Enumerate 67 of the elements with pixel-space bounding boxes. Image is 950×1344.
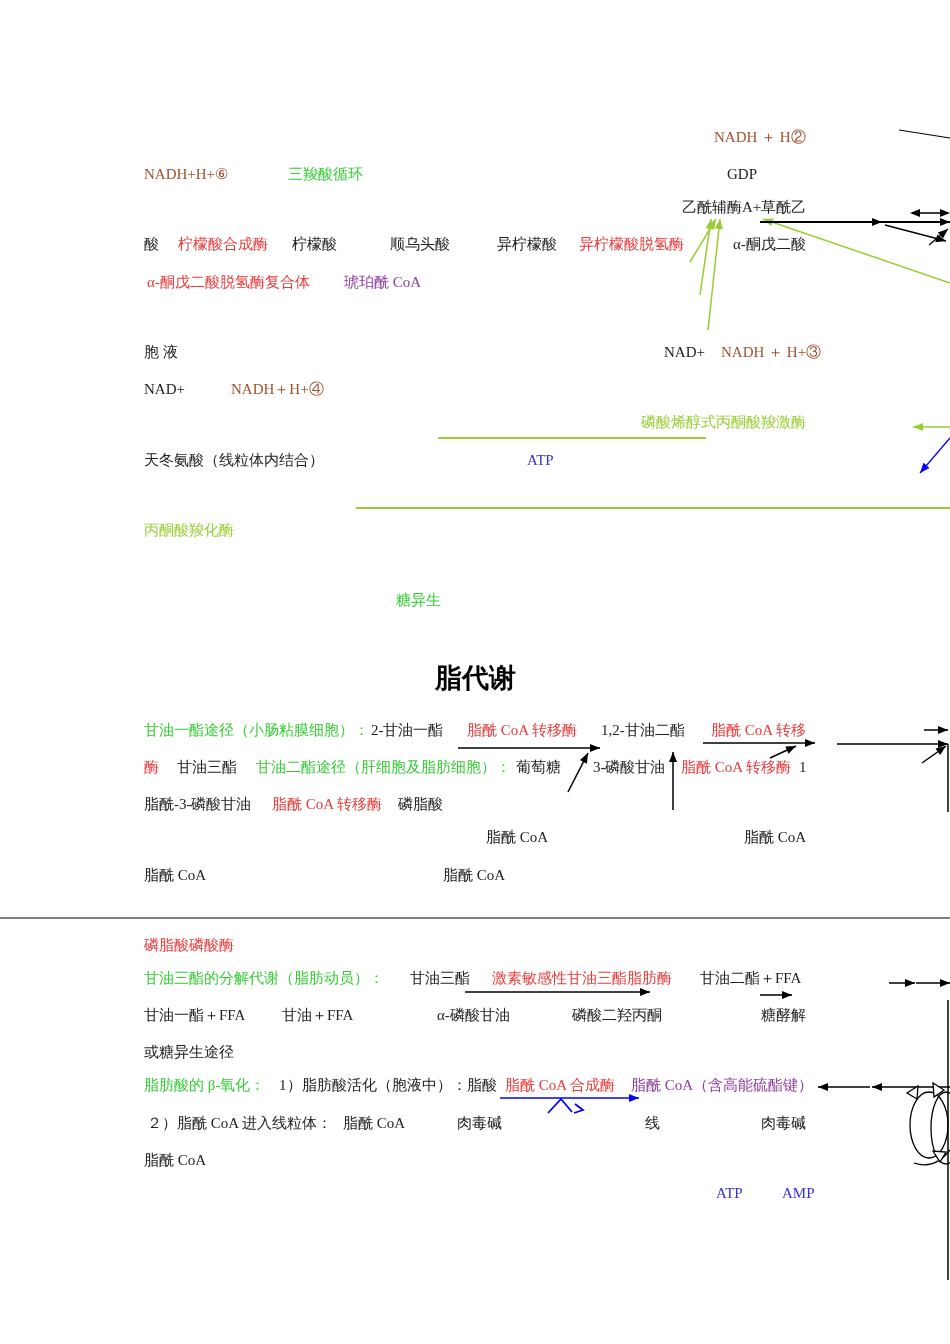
text-label: 甘油＋FFA [282,1006,354,1024]
enzyme-label: 脂酰 CoA 转移 [711,721,806,739]
pathway-label: 脂肪酸的 β-氧化： [144,1076,266,1094]
compound-label: 琥珀酰 CoA [344,273,422,291]
text-label: 顺乌头酸 [390,235,450,253]
pathway-label: 甘油二酯途径（肝细胞及脂肪细胞）： [256,758,511,776]
enzyme-label: α-酮戊二酸脱氢酶复合体 [147,273,310,291]
text-label: 柠檬酸 [292,235,337,253]
enzyme-label: 脂酰 CoA 转移酶 [272,795,382,813]
enzyme-label: 磷脂酸磷酸酶 [144,936,234,954]
text-label: 脂酰 CoA [144,866,207,884]
text-label: NAD+ [144,380,185,398]
pathway-label: 甘油三酯的分解代谢（脂肪动员）： [144,969,384,987]
cofactor-label: NADH ＋ H+③ [721,343,822,361]
text-label: 天冬氨酸（线粒体内结合） [144,451,324,469]
pathway-label: 甘油一酯途径（小肠粘膜细胞）： [144,721,369,739]
text-label: 甘油三酯 [410,969,470,987]
enzyme-label: 柠檬酸合成酶 [178,235,268,253]
cofactor-label: NADH＋H+④ [231,380,324,398]
enzyme-label: 丙酮酸羧化酶 [144,521,234,539]
cofactor-label: AMP [782,1184,815,1202]
text-label: 或糖异生途径 [144,1043,234,1061]
cofactor-label: ATP [527,451,554,469]
enzyme-label: 磷酸烯醇式丙酮酸羧激酶 [641,413,806,431]
text-label: 肉毒碱 [457,1114,502,1132]
text-label: 磷脂酸 [398,795,443,813]
compound-label: 脂酰 CoA（含高能硫酯键） [631,1076,814,1094]
text-label: 脂酰 CoA [486,828,549,846]
text-label: 脂酰 CoA [144,1151,207,1169]
text-label: 1,2-甘油二酯 [601,721,685,739]
text-label: 脂酰 CoA [443,866,506,884]
text-label: 肉毒碱 [761,1114,806,1132]
text-label: 1 [799,758,807,776]
enzyme-label: 脂酰 CoA 转移酶 [681,758,791,776]
text-label: 胞 液 [144,343,178,361]
text-label: 异柠檬酸 [497,235,557,253]
text-label: 磷酸二羟丙酮 [572,1006,662,1024]
text-label: 酸 [144,235,159,253]
text-label: 线 [645,1114,660,1132]
text-label: 乙酰辅酶A+草酰乙 [682,198,807,216]
text-label: NAD+ [664,343,705,361]
section-heading: 脂代谢 [434,662,516,694]
enzyme-label: 酶 [144,758,159,776]
enzyme-label: 异柠檬酸脱氢酶 [579,235,684,253]
text-label: 甘油三酯 [177,758,237,776]
pathway-label: 糖异生 [396,591,441,609]
text-label: 3-磷酸甘油 [593,758,666,776]
text-label: GDP [727,165,757,183]
text-label: ２）脂酰 CoA 进入线粒体： [147,1114,332,1132]
enzyme-label: 激素敏感性甘油三酯脂肪酶 [492,969,672,987]
text-label: 脂酰-3-磷酸甘油 [144,795,252,813]
text-label: 糖酵解 [761,1006,806,1024]
cofactor-label: NADH+H+⑥ [144,165,229,183]
text-label: 葡萄糖 [516,758,561,776]
text-label: 脂酰 CoA [343,1114,406,1132]
text-label: 甘油一酯＋FFA [144,1006,246,1024]
text-label: 甘油二酯＋FFA [700,969,802,987]
text-label: 1）脂肪酸活化（胞液中）：脂酸 [279,1076,497,1094]
cofactor-label: ATP [716,1184,743,1202]
enzyme-label: 脂酰 CoA 转移酶 [467,721,577,739]
text-label: 2-甘油一酯 [371,721,444,739]
pathway-label: 三羧酸循环 [288,165,363,183]
text-label: α-磷酸甘油 [437,1006,510,1024]
enzyme-label: 脂酰 CoA 合成酶 [505,1076,615,1094]
cofactor-label: NADH ＋ H② [714,128,806,146]
text-label: α-酮戊二酸 [733,235,806,253]
text-label: 脂酰 CoA [744,828,807,846]
